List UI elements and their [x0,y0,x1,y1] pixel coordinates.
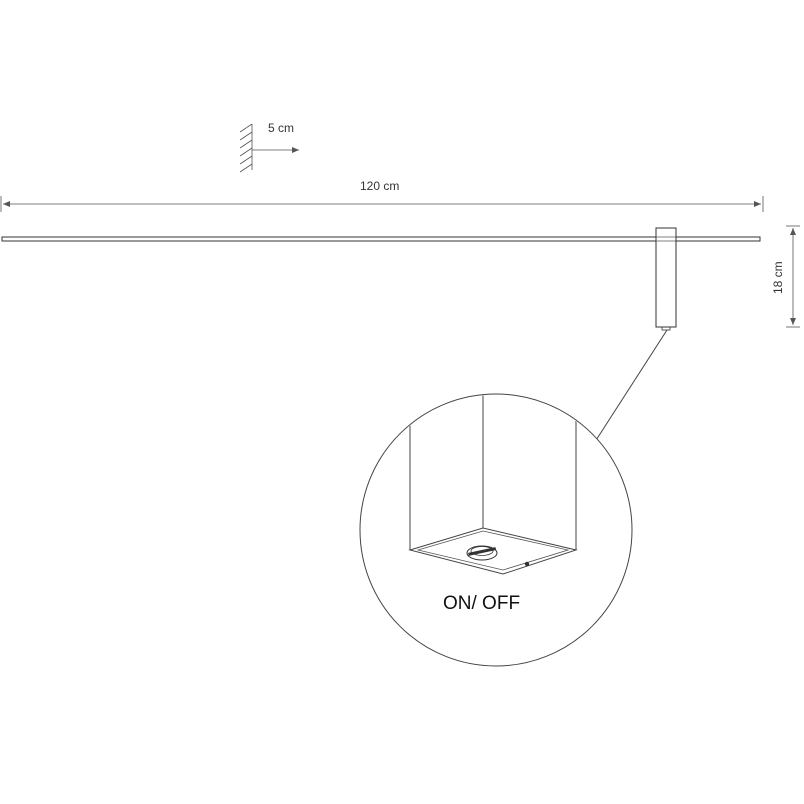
wall-hatch [239,123,253,173]
lamp-mount-block [655,227,677,331]
width-dimension: 120 cm [0,179,764,212]
on-off-label: ON/ OFF [443,593,520,614]
detail-callout: ON/ OFF [359,393,633,667]
width-label: 120 cm [360,179,399,193]
detail-leader-line [590,329,668,449]
wall-offset-dimension: 5 cm [239,121,299,173]
wall-offset-label: 5 cm [268,121,294,135]
height-label: 18 cm [771,261,785,294]
screw-icon [524,561,530,567]
lamp-bar [1,236,761,242]
height-dimension: 18 cm [771,225,800,328]
